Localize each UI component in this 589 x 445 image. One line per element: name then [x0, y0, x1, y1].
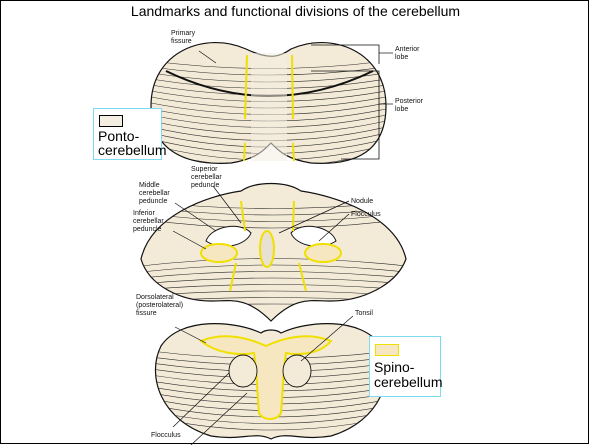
legend-spinocerebellum: Spino- cerebellum: [369, 336, 441, 397]
pontocerebellum-swatch: [99, 115, 123, 127]
label-primary-fissure-1: Primary: [171, 30, 196, 37]
label-inferior-peduncle-2: cerebellar: [133, 218, 164, 225]
middle-view: Superior cerebellar peduncle Middle cere…: [133, 166, 406, 321]
nodule: [260, 231, 274, 267]
label-dorsolateral-2: (posterolateral): [136, 302, 183, 309]
top-view: Primary fissure Anterior lobe Posterior …: [151, 30, 424, 173]
spinocerebellum-label-2: cerebellum: [374, 375, 442, 390]
label-superior-peduncle-3: peduncle: [191, 182, 220, 189]
flocculus-right: [305, 244, 341, 262]
spino-boundary-left-lower: [244, 143, 245, 161]
label-primary-fissure-2: fissure: [171, 38, 192, 45]
label-inferior-peduncle-3: peduncle: [133, 226, 162, 233]
tonsil-right: [283, 355, 311, 387]
spinocerebellum-label-1: Spino-: [374, 360, 414, 375]
label-anterior-lobe-1: Anterior: [395, 46, 420, 53]
spino-boundary-right-lower: [293, 143, 294, 161]
spino-boundary-right: [292, 55, 293, 119]
label-tonsil: Tonsil: [355, 310, 373, 317]
bottom-view: Dorsolateral (posterolateral) fissure To…: [136, 294, 391, 445]
pontocerebellum-label-2: cerebellum: [98, 143, 166, 158]
label-superior-peduncle-1: Superior: [191, 166, 218, 173]
label-nodule: Nodule: [351, 198, 373, 205]
label-middle-peduncle-3: peduncle: [139, 198, 168, 205]
label-dorsolateral-1: Dorsolateral: [136, 294, 174, 301]
legend-pontocerebellum: Ponto- cerebellum: [93, 108, 162, 160]
label-superior-peduncle-2: cerebellar: [191, 174, 222, 181]
label-flocculus-bottom: Flocculus: [151, 432, 181, 439]
label-anterior-lobe-2: lobe: [395, 54, 408, 61]
tonsil-left: [229, 355, 257, 387]
label-posterior-lobe-1: Posterior: [395, 98, 424, 105]
spinocerebellum-swatch: [375, 344, 399, 356]
label-inferior-peduncle-1: Inferior: [133, 210, 155, 217]
flocculus-left: [201, 244, 237, 262]
label-flocculus-middle: Flocculus: [351, 211, 381, 218]
label-middle-peduncle-1: Middle: [139, 182, 160, 189]
label-dorsolateral-3: fissure: [136, 310, 157, 317]
vermis-band: [251, 53, 287, 161]
label-posterior-lobe-2: lobe: [395, 106, 408, 113]
label-middle-peduncle-2: cerebellar: [139, 190, 170, 197]
